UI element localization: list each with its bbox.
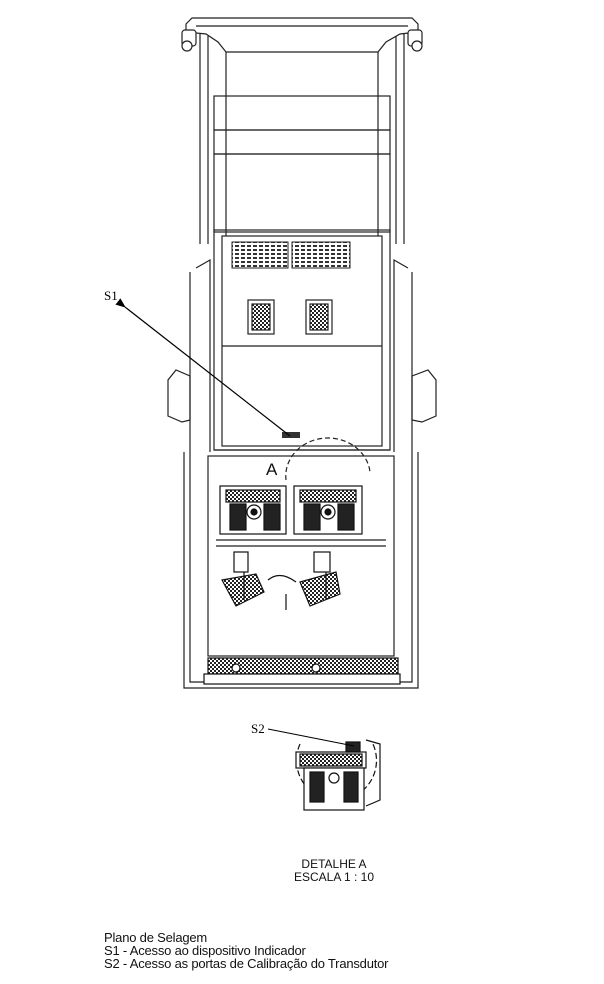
base-plinth	[203, 657, 401, 685]
meter-left	[219, 485, 287, 535]
sealing-plan-legend: Plano de Selagem S1 - Acesso ao disposit…	[104, 930, 389, 971]
s2-leader-line	[267, 728, 355, 747]
detail-a-view	[295, 739, 381, 811]
canopy-lamps	[181, 29, 423, 52]
seal-s1-indicator	[282, 432, 300, 438]
detail-scale: ESCALA 1 : 10	[294, 870, 374, 884]
cabinet-outline	[167, 229, 437, 689]
legend-item-s2: S2 - Acesso as portas de Calibração do T…	[104, 956, 389, 971]
s1-label: S1	[104, 288, 118, 303]
detail-marker-label: A	[266, 460, 278, 479]
detail-title: DETALHE A	[301, 857, 366, 871]
hydraulic-compartment	[207, 437, 395, 657]
display-grilles	[231, 241, 351, 269]
legend-title: Plano de Selagem	[104, 930, 208, 945]
keypads	[247, 299, 333, 335]
s2-label: S2	[251, 721, 265, 736]
meter-right	[293, 485, 363, 535]
s1-leader-arrow	[115, 298, 291, 437]
canopy-frame	[185, 17, 419, 244]
pump-units	[221, 551, 341, 610]
legend-item-s1: S1 - Acesso ao dispositivo Indicador	[104, 943, 306, 958]
